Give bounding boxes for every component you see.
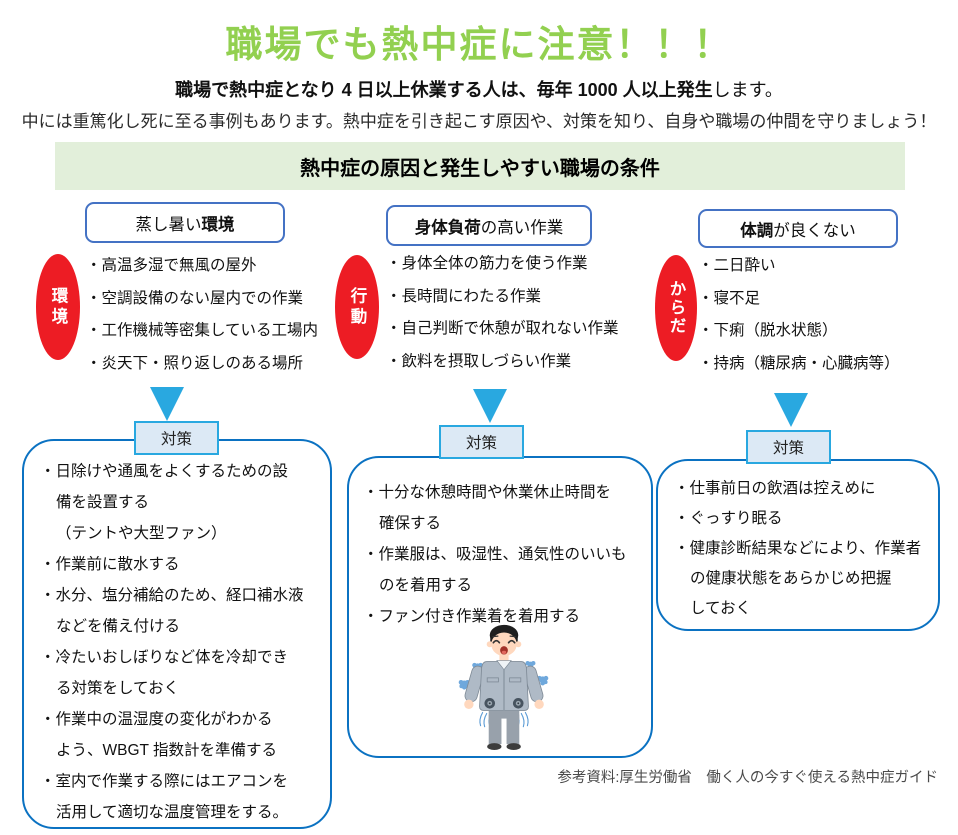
measure-line: ・冷たいおしぼりなど体を冷却でき xyxy=(40,649,289,666)
lead-text: 職場で熱中症となり 4 日以上休業する人は、毎年 1000 人以上発生します。 xyxy=(0,76,958,102)
measure-line: 活用して適切な温度管理をする。 xyxy=(56,804,289,821)
right-hand xyxy=(534,699,544,710)
measure-line: 確保する xyxy=(379,515,442,532)
down-arrow-icon xyxy=(150,387,184,421)
closed-eye xyxy=(492,639,501,644)
header-bold-text: 環境 xyxy=(201,215,235,234)
column-header-workload: 身体負荷の高い作業 xyxy=(386,205,592,246)
footer-note: 参考資料:厚生労働省 働く人の今すぐ使える熱中症ガイド xyxy=(557,770,938,786)
cause-item: ・炎天下・照り返しのある場所 xyxy=(86,354,304,372)
measure-line: のを着用する xyxy=(379,577,473,594)
cause-item: ・二日酔い xyxy=(698,257,776,274)
down-arrow-icon xyxy=(774,393,808,427)
worker-fan-jacket-illustration xyxy=(458,624,549,751)
measure-line: 備を設置する xyxy=(56,494,150,511)
measures-box-condition: ・仕事前日の飲酒は控えめに ・ぐっすり眠る ・健康診断結果などにより、作業者 の… xyxy=(656,459,940,631)
cause-list-workload: ・身体全体の筋力を使う作業 ・長時間にわたる作業 ・自己判断で休憩が取れない作業… xyxy=(386,248,646,378)
section-banner: 熱中症の原因と発生しやすい職場の条件 xyxy=(55,142,905,190)
body-badge: からだ xyxy=(655,255,697,361)
column-header-condition: 体調が良くない xyxy=(698,209,898,248)
measure-line: ・作業中の温湿度の変化がわかる xyxy=(40,711,273,728)
measures-label: 対策 xyxy=(746,430,831,464)
measure-line: などを備え付ける xyxy=(56,618,181,635)
cause-item: ・空調設備のない屋内での作業 xyxy=(86,289,304,307)
description-text: 中には重篤化し死に至る事例もあります。熱中症を引き起こす原因や、対策を知り、自身… xyxy=(21,112,937,131)
cause-item: ・長時間にわたる作業 xyxy=(386,287,542,305)
measures-label: 対策 xyxy=(134,421,219,455)
measure-line: ・作業前に散水する xyxy=(40,556,180,573)
measure-line: ・ファン付き作業着を着用する xyxy=(363,608,581,625)
cause-item: ・身体全体の筋力を使う作業 xyxy=(386,255,588,272)
cause-list-environment: ・高温多湿で無風の屋外 ・空調設備のない屋内での作業 ・工作機械等密集している工… xyxy=(86,250,341,380)
measures-box-environment: ・日除けや通風をよくするための設 備を設置する （テントや大型ファン） ・作業前… xyxy=(22,439,332,829)
header-bold-text: 体調 xyxy=(740,221,774,240)
measure-line: ・日除けや通風をよくするための設 xyxy=(40,463,289,480)
measure-line: しておく xyxy=(690,600,752,617)
chest-pocket xyxy=(509,677,522,683)
measure-line: ・十分な休憩時間や休業休止時間を xyxy=(363,484,612,501)
header-normal-text: が良くない xyxy=(773,221,856,240)
measure-line: る対策をしておく xyxy=(56,680,180,697)
measure-line: ・室内で作業する際にはエアコンを xyxy=(40,773,289,790)
collar xyxy=(496,660,512,671)
measure-line: （テントや大型ファン） xyxy=(56,525,227,542)
measure-line: ・仕事前日の飲酒は控えめに xyxy=(674,480,876,497)
right-leg xyxy=(506,714,520,745)
cause-item: ・高温多湿で無風の屋外 xyxy=(86,257,257,274)
jacket-fan-icon xyxy=(484,698,524,709)
down-arrow-icon xyxy=(473,389,507,423)
environment-badge: 環境 xyxy=(36,254,80,360)
cause-item: ・持病（糖尿病・心臓病等） xyxy=(698,354,900,372)
column-header-environment: 蒸し暑い環境 xyxy=(85,202,285,243)
cause-item: ・飲料を摂取しづらい作業 xyxy=(386,352,572,370)
left-leg xyxy=(488,714,502,745)
header-normal-text: 蒸し暑い xyxy=(135,215,202,234)
measure-line: の健康状態をあらかじめ把握 xyxy=(690,570,892,587)
right-shoe xyxy=(506,743,521,751)
closed-eye xyxy=(507,639,516,644)
cause-list-condition: ・二日酔い ・寝不足 ・下痢（脱水状態） ・持病（糖尿病・心臓病等） xyxy=(698,250,948,380)
measures-label: 対策 xyxy=(439,425,524,459)
header-normal-text: の高い作業 xyxy=(480,218,564,237)
measure-line: よう、WBGT 指数計を準備する xyxy=(56,742,278,759)
measure-line: ・ぐっすり眠る xyxy=(674,510,783,527)
face xyxy=(491,632,517,656)
cause-item: ・寝不足 xyxy=(698,289,761,307)
left-shoe xyxy=(487,743,502,751)
lead-tail-text: します。 xyxy=(712,80,783,100)
chest-pocket xyxy=(486,677,499,683)
left-hand xyxy=(464,699,474,710)
cause-item: ・下痢（脱水状態） xyxy=(698,322,838,339)
page-title: 職場でも熱中症に注意！！！ xyxy=(225,24,733,65)
cause-item: ・自己判断で休憩が取れない作業 xyxy=(386,320,619,337)
measure-line: ・作業服は、吸湿性、通気性のいいも xyxy=(363,546,627,563)
cause-item: ・工作機械等密集している工場内 xyxy=(86,322,319,339)
lead-bold-text: 職場で熱中症となり 4 日以上休業する人は、毎年 1000 人以上発生 xyxy=(175,80,713,100)
measure-line: ・健康診断結果などにより、作業者 xyxy=(674,540,922,557)
header-bold-text: 身体負荷 xyxy=(414,218,481,237)
measure-line: ・水分、塩分補給のため、経口補水液 xyxy=(40,587,304,604)
behavior-badge: 行動 xyxy=(335,255,379,359)
